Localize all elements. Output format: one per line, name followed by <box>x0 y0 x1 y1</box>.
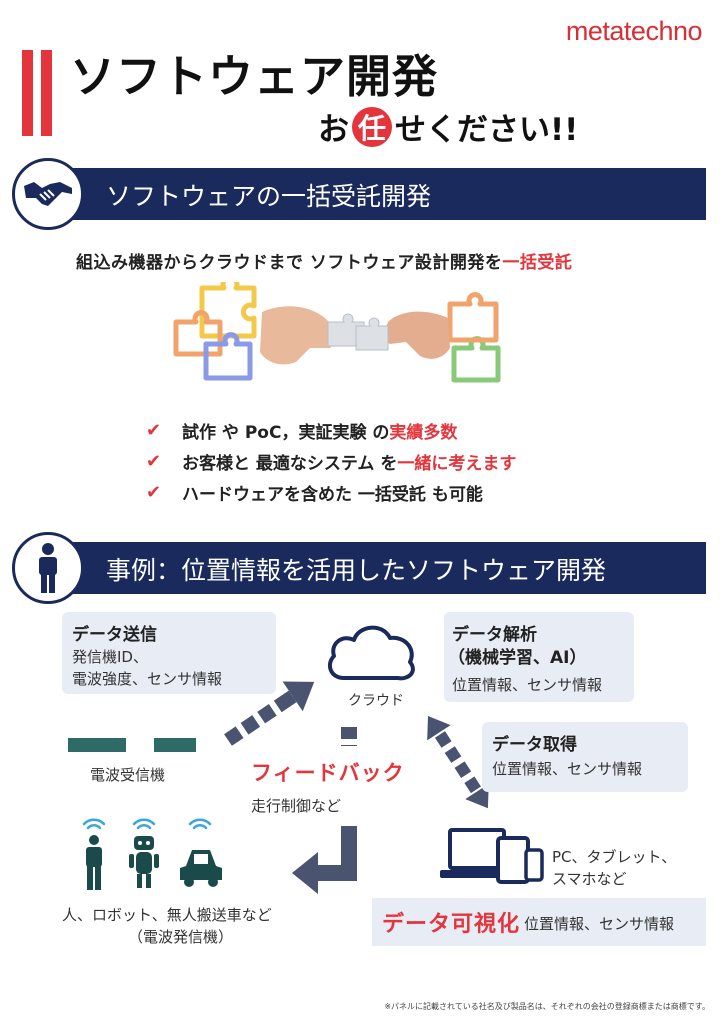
targets-icons <box>82 818 222 890</box>
puzzle-piece-orange <box>173 310 223 357</box>
acquire-bubble: データ取得 位置情報、センサ情報 <box>482 722 688 792</box>
puzzle-piece-peach <box>447 292 499 343</box>
check-icon: ✔ <box>146 420 162 441</box>
cloud-label: クラウド <box>348 693 404 709</box>
puzzle-hands-illustration <box>173 282 501 383</box>
wifi-icon <box>188 818 212 830</box>
car-icon <box>180 850 222 887</box>
list-item: ✔ 試作 や PoC，実証実験 の実績多数 <box>146 420 458 443</box>
section2-header: 事例：位置情報を活用したソフトウェア開発 <box>26 542 706 594</box>
sync-arrow <box>427 716 489 809</box>
brand-logo: metatechno <box>565 16 703 46</box>
person-icon <box>39 543 57 593</box>
devices-label-2: スマホなど <box>552 870 627 888</box>
targets-label-2: （電波発信機） <box>128 928 234 946</box>
section1-icon-badge <box>12 158 84 230</box>
receiver-label: 電波受信機 <box>90 766 166 784</box>
feature-list: ✔ 試作 や PoC，実証実験 の実績多数 ✔ お客様と 最適なシステム を一緒… <box>146 415 516 508</box>
devices-label-1: PC、タブレット、 <box>552 848 677 866</box>
puzzle-piece-white-2 <box>355 317 389 351</box>
footnote: ※パネルに記載されている社名及び製品名は、それぞれの会社の登録商標または商標です… <box>384 1002 710 1011</box>
check-icon: ✔ <box>146 482 162 503</box>
section1-lead: 組込み機器からクラウドまで ソフトウェア設計開発を一括受託 <box>76 253 573 273</box>
receiver-device-1 <box>68 738 126 752</box>
hand-left <box>260 306 338 365</box>
page-title: ソフトウェア開発 <box>70 50 439 103</box>
puzzle-piece-white-1 <box>327 313 365 347</box>
list-item: ✔ ハードウェアを含めた 一括受託 も可能 <box>146 482 483 505</box>
highlight-circle: 任 <box>352 106 392 147</box>
section1-header: ソフトウェアの一括受託開発 <box>26 168 706 220</box>
wifi-icon <box>132 818 156 830</box>
robot-icon <box>129 836 159 888</box>
feedback-box: フィードバック 走行制御など <box>238 746 412 826</box>
list-item: ✔ お客様と 最適なシステム を一緒に考えます <box>146 451 517 474</box>
receiver-device-2 <box>154 738 196 752</box>
puzzle-piece-blue <box>203 332 253 381</box>
devices-icon <box>440 828 544 884</box>
targets-label-1: 人、ロボット、無人搬送車など <box>62 906 272 924</box>
cloud-icon <box>327 625 415 681</box>
analysis-bubble: データ解析 （機械学習、AI） 位置情報、センサ情報 <box>444 612 634 702</box>
page-subtitle: お 任 せください!! <box>318 104 578 149</box>
check-icon: ✔ <box>146 451 162 472</box>
upload-arrow <box>224 681 315 746</box>
person-target-icon <box>86 835 102 890</box>
wifi-icon <box>82 818 106 830</box>
visualize-box: データ可視化 位置情報、センサ情報 <box>372 898 706 946</box>
data-send-bubble: データ送信 発信機ID、 電波強度、センサ情報 <box>62 612 276 694</box>
handshake-icon <box>24 182 72 206</box>
section2-icon-badge <box>12 532 84 604</box>
puzzle-piece-yellow <box>199 282 257 339</box>
hand-right <box>382 311 450 359</box>
